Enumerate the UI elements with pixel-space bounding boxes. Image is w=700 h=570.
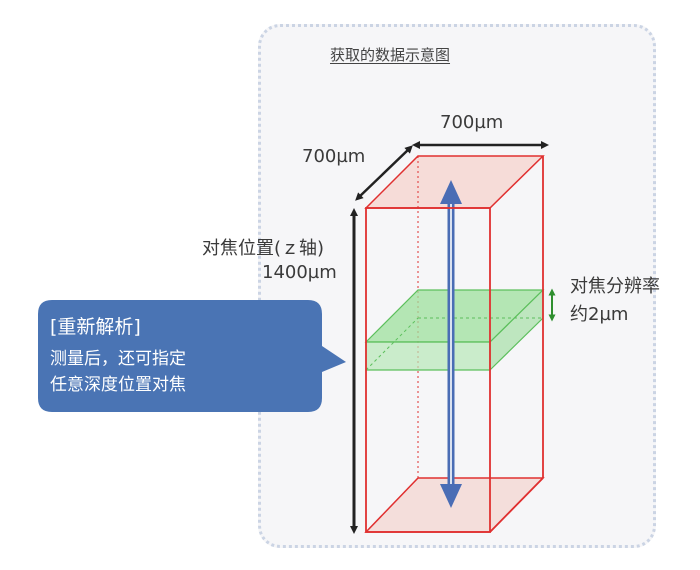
depth-label: 700µm — [302, 146, 366, 167]
focus-plane-front — [365, 341, 491, 371]
focus-resolution-value: 约2µm — [570, 304, 629, 325]
z-axis-arrowhead-down — [440, 484, 462, 508]
z-range-label: 1400µm — [262, 262, 337, 283]
diagram-title: 获取的数据示意图 — [330, 46, 451, 64]
data-diagram-panel — [258, 24, 656, 548]
depth-dimension-arrow — [355, 145, 413, 201]
focus-resolution-label: 对焦分辨率 — [570, 276, 660, 297]
callout-line-2: 任意深度位置对焦 — [50, 375, 186, 395]
focus-plane-hidden-edge — [365, 317, 419, 371]
cuboid-front-face — [365, 207, 491, 533]
callout-title: [重新解析] — [50, 316, 141, 338]
focus-position-label: 对焦位置(ｚ轴) — [202, 238, 325, 259]
z-axis-arrowhead-up — [440, 180, 462, 204]
cuboid-edge — [489, 477, 544, 533]
width-label: 700µm — [440, 112, 504, 133]
callout-bubble — [38, 300, 346, 412]
callout-line-1: 测量后，还可指定 — [50, 349, 186, 369]
